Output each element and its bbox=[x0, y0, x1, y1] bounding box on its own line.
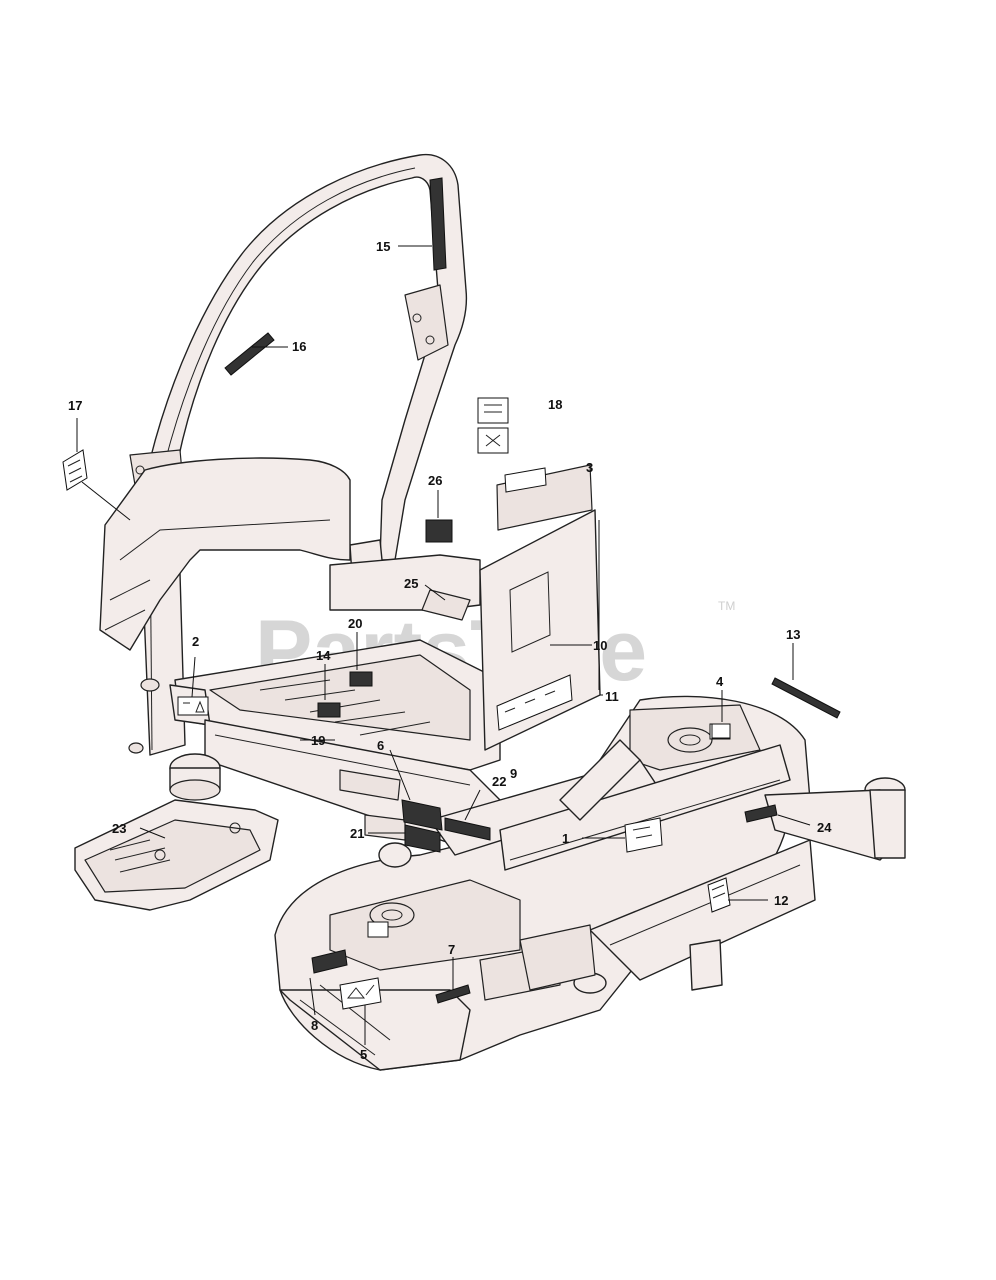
decal-17 bbox=[62, 418, 131, 521]
callout-20: 20 bbox=[348, 616, 362, 631]
callout-17: 17 bbox=[68, 398, 82, 413]
decal-15 bbox=[398, 177, 447, 271]
decal-8 bbox=[309, 949, 348, 1016]
watermark-trademark: TM bbox=[718, 599, 735, 613]
callout-23: 23 bbox=[112, 821, 126, 836]
callout-18: 18 bbox=[548, 397, 562, 412]
decal-16 bbox=[224, 332, 288, 376]
callout-6: 6 bbox=[377, 738, 384, 753]
decal-20 bbox=[349, 632, 373, 687]
callout-10: 10 bbox=[593, 638, 607, 653]
callout-21: 21 bbox=[350, 826, 364, 841]
callout-9: 9 bbox=[510, 766, 517, 781]
decal-21 bbox=[368, 824, 441, 853]
callout-24: 24 bbox=[817, 820, 832, 835]
decal-4 bbox=[711, 690, 731, 739]
decal-22 bbox=[444, 789, 491, 841]
decal-26 bbox=[425, 490, 453, 543]
callout-15: 15 bbox=[376, 239, 390, 254]
callout-14: 14 bbox=[316, 648, 331, 663]
callout-3: 3 bbox=[586, 460, 593, 475]
callout-2: 2 bbox=[192, 634, 199, 649]
decal-7 bbox=[435, 957, 471, 1004]
mower-deck bbox=[274, 695, 906, 1071]
callout-22: 22 bbox=[492, 774, 506, 789]
callout-26: 26 bbox=[428, 473, 442, 488]
decal-14 bbox=[317, 664, 341, 718]
decal-5 bbox=[339, 977, 382, 1045]
callout-16: 16 bbox=[292, 339, 306, 354]
callout-25: 25 bbox=[404, 576, 418, 591]
decal-6 bbox=[389, 749, 443, 831]
decal-24 bbox=[744, 804, 811, 826]
callout-5: 5 bbox=[360, 1047, 367, 1062]
part-23-console bbox=[74, 753, 279, 911]
callout-13: 13 bbox=[786, 627, 800, 642]
seat-panel bbox=[479, 464, 603, 751]
callout-1: 1 bbox=[562, 831, 569, 846]
decal-12 bbox=[707, 877, 768, 913]
callout-4: 4 bbox=[716, 674, 724, 689]
callout-7: 7 bbox=[448, 942, 455, 957]
decal-13 bbox=[771, 643, 841, 719]
decal-1 bbox=[582, 817, 663, 853]
decal-25 bbox=[421, 584, 471, 621]
callout-labels: 1 2 3 4 5 6 7 8 9 10 11 12 13 14 15 16 1… bbox=[68, 239, 832, 1062]
decal-2 bbox=[191, 656, 196, 698]
callout-19: 19 bbox=[311, 733, 325, 748]
callout-12: 12 bbox=[774, 893, 788, 908]
callout-8: 8 bbox=[311, 1018, 318, 1033]
callout-11: 11 bbox=[605, 689, 619, 704]
decal-18 bbox=[477, 397, 509, 454]
